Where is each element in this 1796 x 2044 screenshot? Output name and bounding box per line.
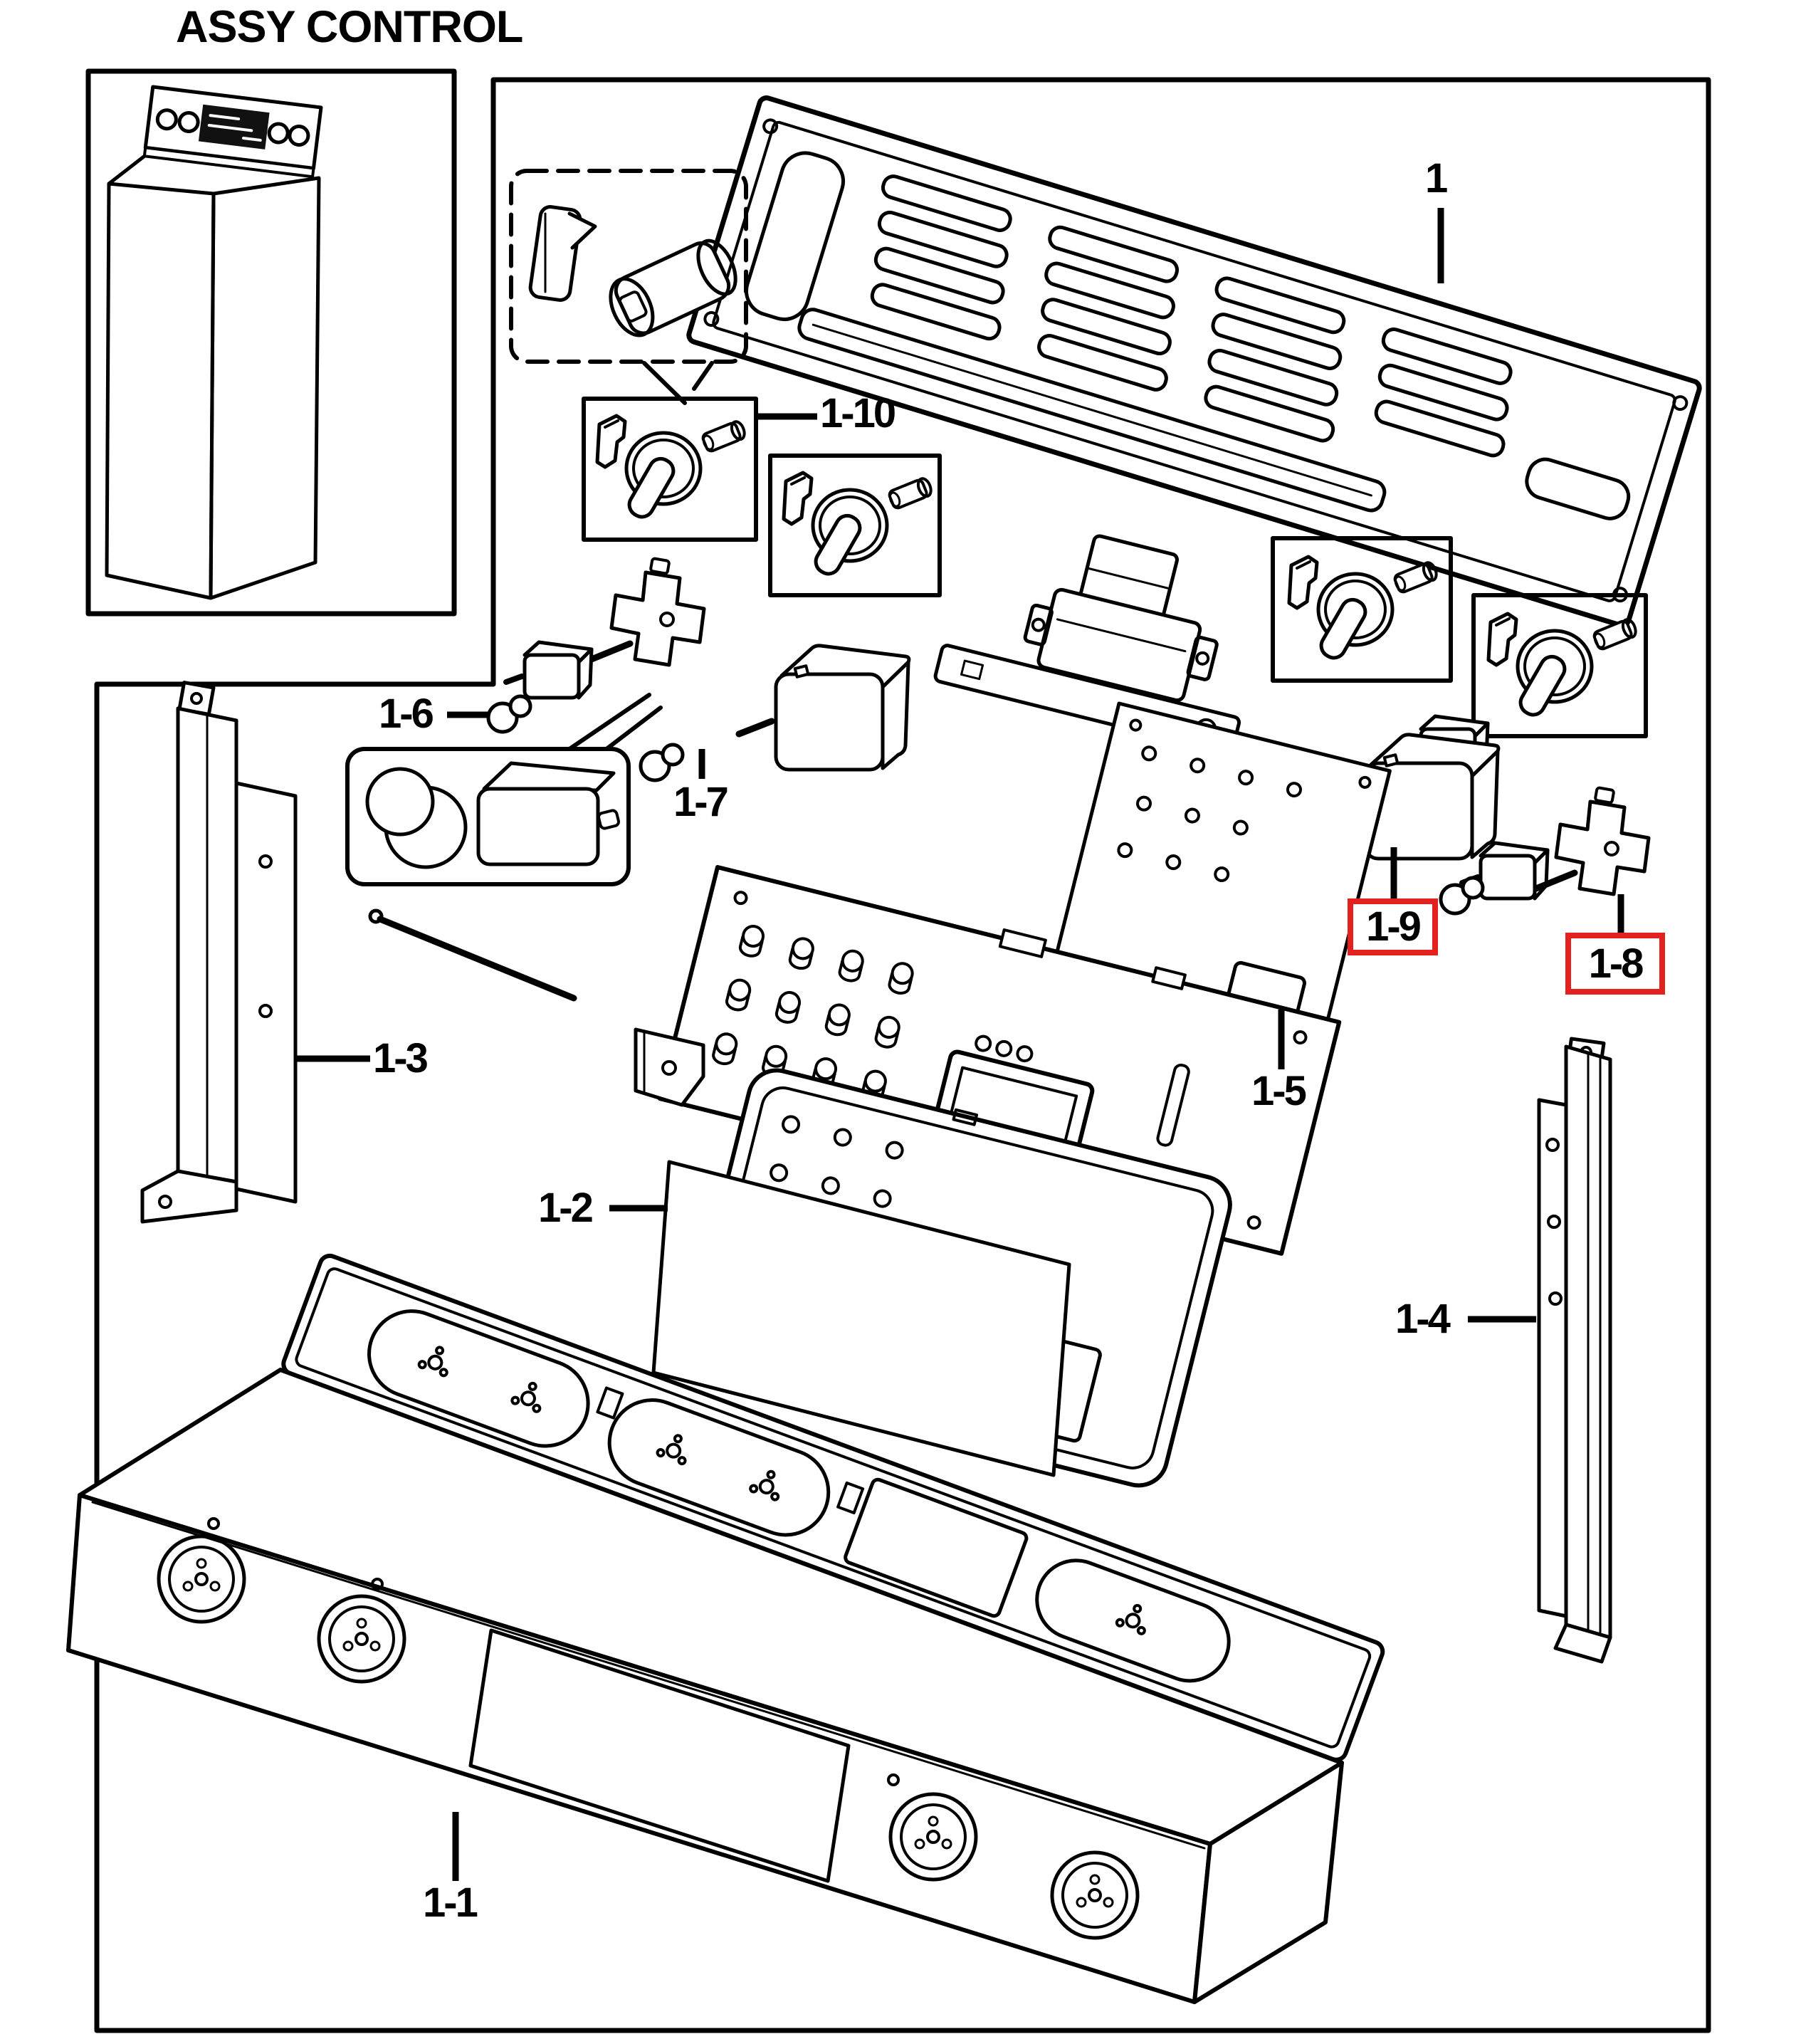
diagram-frame: [94, 77, 1711, 2033]
page-title: ASSY CONTROL: [176, 2, 523, 52]
back-panel-part-1: [686, 95, 1702, 628]
part-label-1-2[interactable]: 1-2: [538, 1185, 594, 1231]
part-label-1-6[interactable]: 1-6: [379, 691, 434, 737]
part-label-1-5[interactable]: 1-5: [1251, 1068, 1307, 1114]
control-panel-assembly-1-1: [66, 1253, 1385, 2004]
appliance-inset: [85, 68, 457, 617]
part-label-1-1[interactable]: 1-1: [423, 1880, 478, 1926]
bracket-part-1-3: [140, 681, 298, 1224]
knob-box-3: [1271, 536, 1453, 683]
part-label-1-8[interactable]: 1-8: [1565, 933, 1665, 995]
knob-box-2: [768, 454, 942, 597]
knob-box-1-10: [582, 397, 758, 542]
part-label-1-10[interactable]: 1-10: [820, 390, 896, 436]
part-label-1-9[interactable]: 1-9: [1348, 898, 1438, 955]
part-label-1[interactable]: 1: [1425, 155, 1448, 201]
front-window: [468, 1628, 851, 1883]
lamp-callout-box: [345, 693, 663, 886]
membrane-sheet-1-2: [651, 1160, 1071, 1477]
small-angle-bracket: [634, 1027, 705, 1107]
knob-box-4: [1471, 593, 1648, 738]
bracket-part-1-4: [1537, 1037, 1612, 1664]
part-label-1-4[interactable]: 1-4: [1395, 1296, 1451, 1342]
part-label-1-7[interactable]: 1-7: [673, 779, 729, 825]
transformer-part: [1023, 534, 1219, 703]
ground-rod-part: [368, 908, 577, 1002]
callout-bubble-1-10: [509, 169, 748, 405]
part-label-1-3[interactable]: 1-3: [373, 1035, 429, 1081]
